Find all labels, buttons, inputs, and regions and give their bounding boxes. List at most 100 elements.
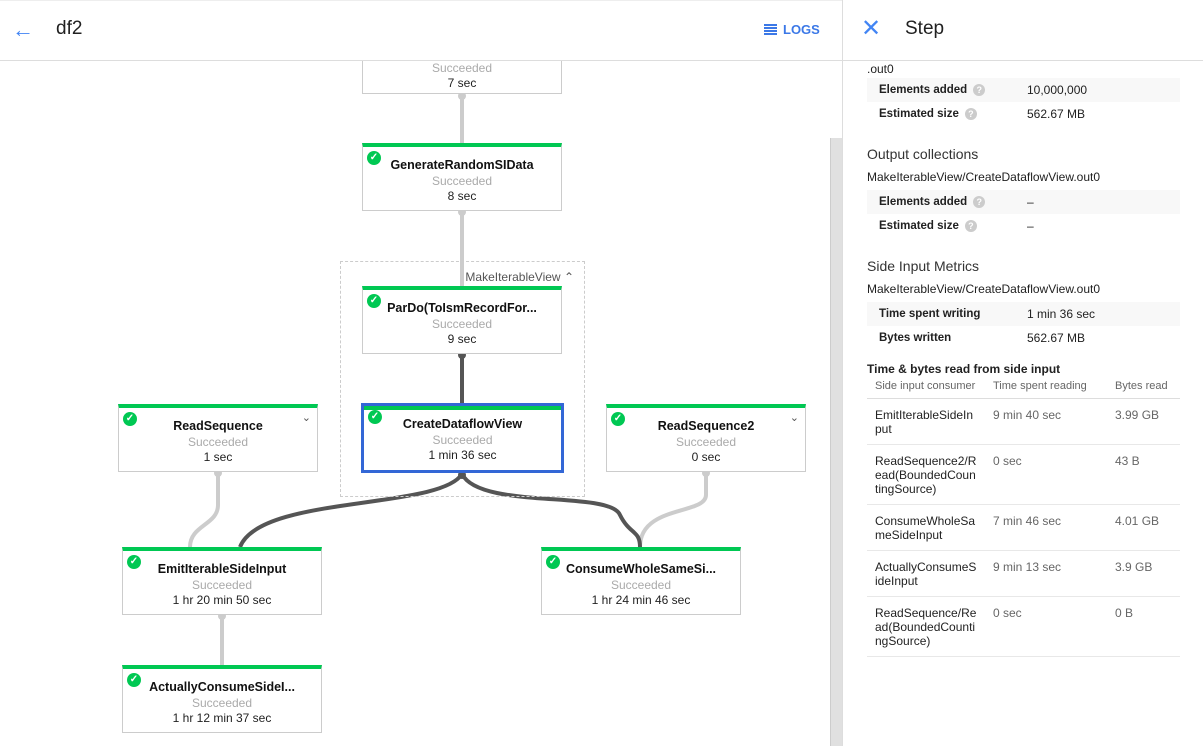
node-duration: 1 sec xyxy=(203,450,233,464)
help-icon[interactable]: ? xyxy=(973,84,986,96)
table-cell: ConsumeWholeSameSideInput xyxy=(867,504,985,551)
table-cell: 0 B xyxy=(1107,596,1180,657)
chevron-down-icon[interactable]: ⌄ xyxy=(301,412,311,424)
metric-row: Elements added?– xyxy=(867,190,1180,214)
node-name: ReadSequence xyxy=(173,419,263,433)
input-path: .out0 xyxy=(867,62,894,76)
side-path: MakeIterableView/CreateDataflowView.out0 xyxy=(867,282,1101,296)
column-header: Time spent reading xyxy=(985,380,1107,399)
graph-node[interactable]: ✓ ConsumeWholeSameSi... Succeeded 1 hr 2… xyxy=(541,547,741,615)
table-cell: 4.01 GB xyxy=(1107,504,1180,551)
edge xyxy=(638,471,708,548)
graph-scrollbar[interactable] xyxy=(830,138,842,746)
node-status: Succeeded xyxy=(610,578,672,592)
graph-node[interactable]: ✓ ActuallyConsumeSideI... Succeeded 1 hr… xyxy=(122,665,322,733)
table-cell: 0 sec xyxy=(985,596,1107,657)
table-cell: 9 min 40 sec xyxy=(985,398,1107,445)
table-cell: 9 min 13 sec xyxy=(985,550,1107,597)
edge xyxy=(460,472,642,548)
node-status: Succeeded xyxy=(187,435,249,449)
graph-node[interactable]: ✓ ParDo(ToIsmRecordFor... Succeeded 9 se… xyxy=(362,286,562,354)
check-circle-icon: ✓ xyxy=(546,555,560,569)
node-name: EmitIterableSideInput xyxy=(157,562,287,576)
node-name: ActuallyConsumeSideI... xyxy=(149,680,295,694)
node-name: ParDo(ToIsmRecordFor... xyxy=(387,301,537,315)
node-name: GenerateRandomSIData xyxy=(390,158,534,172)
table-cell: EmitIterableSideInput xyxy=(867,398,985,445)
table-cell: 0 sec xyxy=(985,444,1107,505)
help-icon[interactable]: ? xyxy=(964,220,977,232)
table-cell: 3.9 GB xyxy=(1107,550,1180,597)
graph-node[interactable]: Succeeded 7 sec xyxy=(362,61,562,94)
check-circle-icon: ✓ xyxy=(368,410,382,424)
edge xyxy=(238,472,464,548)
close-icon[interactable]: ✕ xyxy=(861,15,882,42)
metric-row: Estimated size?562.67 MB xyxy=(879,107,1086,121)
chevron-up-icon[interactable]: ⌃ xyxy=(563,270,574,284)
node-status: Succeeded xyxy=(431,61,493,75)
help-icon[interactable]: ? xyxy=(973,196,986,208)
graph-node[interactable]: ✓ GenerateRandomSIData Succeeded 8 sec xyxy=(362,143,562,211)
check-circle-icon: ✓ xyxy=(127,555,141,569)
read-heading: Time & bytes read from side input xyxy=(867,362,1061,376)
table-cell: ReadSequence2/Read(BoundedCountingSource… xyxy=(867,444,985,505)
node-status: Succeeded xyxy=(191,696,253,710)
divider xyxy=(842,0,843,746)
group-label: MakeIterableView ⌃ xyxy=(465,270,574,284)
logs-label: LOGS xyxy=(783,22,820,37)
table-cell: ReadSequence/Read(BoundedCountingSource) xyxy=(867,596,985,657)
page-title: df2 xyxy=(56,18,83,39)
header: ← df2 LOGS xyxy=(0,0,843,61)
metric-row: Estimated size?– xyxy=(879,219,1034,233)
node-status: Succeeded xyxy=(675,435,737,449)
table-cell: ActuallyConsumeSideInput xyxy=(867,550,985,597)
node-status: Succeeded xyxy=(432,433,493,447)
table-cell: 3.99 GB xyxy=(1107,398,1180,445)
node-duration: 1 min 36 sec xyxy=(428,448,497,462)
menu-lines-icon xyxy=(764,24,777,35)
node-name: ConsumeWholeSameSi... xyxy=(565,562,717,576)
column-header: Side input consumer xyxy=(867,380,985,399)
node-duration: 1 hr 12 min 37 sec xyxy=(172,711,272,725)
node-duration: 7 sec xyxy=(447,76,477,90)
arrow-left-icon[interactable]: ← xyxy=(12,17,34,42)
pipeline-graph[interactable]: MakeIterableView ⌃ Succeeded 7 sec ✓ Gen… xyxy=(0,61,843,746)
table-row: ReadSequence2/Read(BoundedCountingSource… xyxy=(867,444,1180,505)
graph-node[interactable]: ✓ ⌄ ReadSequence Succeeded 1 sec xyxy=(118,404,318,472)
help-icon[interactable]: ? xyxy=(964,108,977,120)
logs-button[interactable]: LOGS xyxy=(764,22,820,37)
edge xyxy=(188,471,220,548)
node-duration: 1 hr 24 min 46 sec xyxy=(591,593,691,607)
check-circle-icon: ✓ xyxy=(611,412,625,426)
side-input-heading: Side Input Metrics xyxy=(867,258,980,274)
graph-node-selected[interactable]: ✓ CreateDataflowView Succeeded 1 min 36 … xyxy=(361,403,564,473)
group-makeiterableview[interactable]: MakeIterableView ⌃ xyxy=(340,261,585,497)
column-header: Bytes read xyxy=(1107,380,1180,399)
node-duration: 1 hr 20 min 50 sec xyxy=(172,593,272,607)
check-circle-icon: ✓ xyxy=(123,412,137,426)
check-circle-icon: ✓ xyxy=(127,673,141,687)
check-circle-icon: ✓ xyxy=(367,294,381,308)
node-duration: 8 sec xyxy=(447,189,477,203)
node-name: CreateDataflowView xyxy=(402,417,523,431)
graph-node[interactable]: ✓ EmitIterableSideInput Succeeded 1 hr 2… xyxy=(122,547,322,615)
output-collections-heading: Output collections xyxy=(867,146,979,162)
chevron-down-icon[interactable]: ⌄ xyxy=(789,412,799,424)
step-panel: ✕ Step .out0 Elements added?10,000,000 E… xyxy=(843,0,1203,746)
node-status: Succeeded xyxy=(191,578,253,592)
metric-row: Elements added?10,000,000 xyxy=(867,78,1180,102)
graph-node[interactable]: ✓ ⌄ ReadSequence2 Succeeded 0 sec xyxy=(606,404,806,472)
node-duration: 0 sec xyxy=(691,450,721,464)
output-path: MakeIterableView/CreateDataflowView.out0 xyxy=(867,170,1101,184)
node-name: ReadSequence2 xyxy=(657,419,755,433)
table-cell: 43 B xyxy=(1107,444,1180,505)
node-status: Succeeded xyxy=(431,174,493,188)
table-cell: 7 min 46 sec xyxy=(985,504,1107,551)
table-row: ReadSequence/Read(BoundedCountingSource)… xyxy=(867,596,1180,657)
